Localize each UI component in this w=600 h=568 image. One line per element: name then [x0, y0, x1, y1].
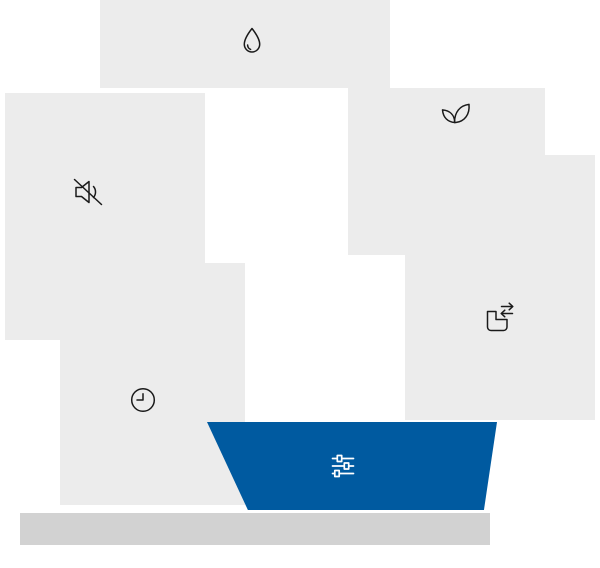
- eco-leaves-icon: [441, 103, 470, 124]
- sliders-icon: [331, 454, 355, 478]
- base-bar: [20, 513, 490, 545]
- clock-icon: [130, 387, 156, 413]
- water-drop-icon: [243, 27, 261, 53]
- pipe-swap-icon: [486, 302, 514, 332]
- settings-funnel: [207, 422, 497, 510]
- tile-timer: [60, 263, 245, 505]
- speaker-muted-icon: [73, 178, 103, 206]
- tile-water: [100, 0, 390, 88]
- tile-water-connection: [405, 155, 595, 420]
